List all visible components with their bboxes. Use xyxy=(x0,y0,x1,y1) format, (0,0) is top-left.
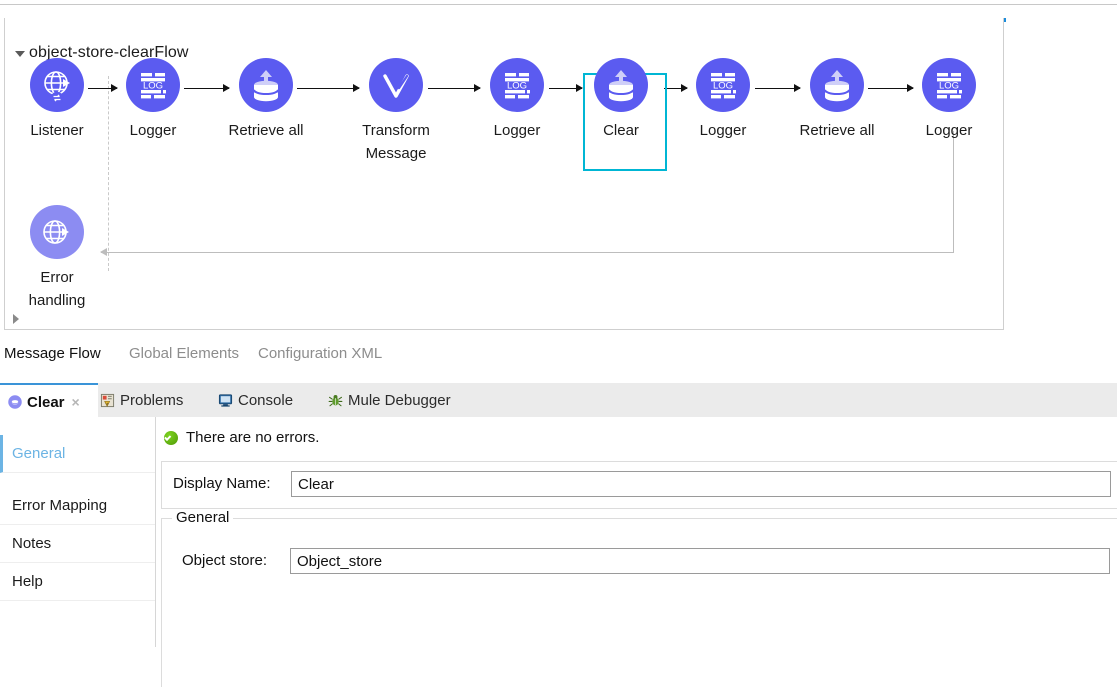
flow-node-logger-4[interactable]: LOG Logger xyxy=(894,58,1004,142)
connector-arrow xyxy=(184,84,230,92)
display-name-group: Display Name: Clear xyxy=(161,461,1117,509)
general-group-legend: General xyxy=(172,509,234,526)
logger-icon: LOG xyxy=(126,58,180,112)
properties-section-list: General Error Mapping Notes Help xyxy=(0,417,156,647)
bottom-panel-tab-strip: Clear × Problems Console xyxy=(0,383,1117,419)
flow-node-clear[interactable]: Clear xyxy=(566,58,676,142)
connector-arrow xyxy=(549,84,583,92)
flow-node-label: Clear xyxy=(603,122,639,139)
close-icon[interactable]: × xyxy=(71,394,80,410)
properties-panel: General Error Mapping Notes Help There a… xyxy=(0,417,1117,687)
error-handling-globe-icon xyxy=(30,205,84,259)
properties-section-general[interactable]: General xyxy=(0,435,155,473)
flow-node-retrieve-all-2[interactable]: Retrieve all xyxy=(782,58,892,142)
mule-debugger-bug-icon xyxy=(328,393,343,408)
connector-arrow xyxy=(88,84,118,92)
display-name-input[interactable]: Clear xyxy=(291,471,1111,497)
error-return-path-vertical xyxy=(953,131,954,252)
view-tab-configuration-xml[interactable]: Configuration XML xyxy=(258,345,383,362)
panel-tab-label: Mule Debugger xyxy=(348,391,451,409)
flow-node-listener[interactable]: Listener xyxy=(2,58,112,142)
flow-node-error-handling[interactable]: Error handling xyxy=(2,205,112,313)
connector-arrow xyxy=(297,84,360,92)
transform-message-icon xyxy=(369,58,423,112)
console-monitor-icon xyxy=(218,393,233,408)
object-store-retrieve-icon xyxy=(239,58,293,112)
flow-node-label: Logger xyxy=(493,122,541,139)
object-store-label: Object store: xyxy=(182,552,268,569)
properties-section-error-mapping[interactable]: Error Mapping xyxy=(0,487,155,525)
message-flow-canvas[interactable]: object-store-clearFlow xyxy=(4,18,1004,330)
object-store-input[interactable]: Object_store xyxy=(290,548,1110,574)
panel-tab-label: Problems xyxy=(120,391,184,409)
panel-tab-label: Console xyxy=(238,391,294,409)
view-tab-global-elements[interactable]: Global Elements xyxy=(129,345,240,362)
panel-tab-console[interactable]: Console xyxy=(218,383,324,417)
panel-tab-problems[interactable]: Problems xyxy=(100,383,214,417)
ok-check-icon xyxy=(164,430,178,445)
connector-arrow xyxy=(868,84,914,92)
problems-icon xyxy=(100,393,115,408)
flow-node-logger-2[interactable]: LOG Logger xyxy=(462,58,572,142)
flow-node-label: Error handling xyxy=(28,269,86,310)
object-store-clear-icon xyxy=(8,395,22,409)
validation-status: There are no errors. xyxy=(164,429,319,446)
connector-arrow xyxy=(428,84,481,92)
flow-node-logger-3[interactable]: LOG Logger xyxy=(668,58,778,142)
display-name-label: Display Name: xyxy=(173,475,271,492)
source-process-separator xyxy=(108,76,109,271)
logger-icon: LOG xyxy=(490,58,544,112)
panel-tab-label: Clear xyxy=(27,393,65,411)
svg-text:LOG: LOG xyxy=(939,81,959,92)
flow-node-label: Logger xyxy=(129,122,177,139)
logger-icon: LOG xyxy=(696,58,750,112)
http-listener-globe-icon xyxy=(30,58,84,112)
object-store-clear-icon xyxy=(594,58,648,112)
flow-collapse-triangle-down-icon[interactable] xyxy=(15,51,25,57)
flow-node-label: Logger xyxy=(925,122,973,139)
properties-section-notes[interactable]: Notes xyxy=(0,525,155,563)
logger-icon: LOG xyxy=(922,58,976,112)
object-store-retrieve-icon xyxy=(810,58,864,112)
svg-text:LOG: LOG xyxy=(713,81,733,92)
flow-node-logger-1[interactable]: LOG Logger xyxy=(98,58,208,142)
connector-arrow xyxy=(755,84,801,92)
flow-node-label: Logger xyxy=(699,122,747,139)
connector-arrow xyxy=(664,84,688,92)
panel-tab-mule-debugger[interactable]: Mule Debugger xyxy=(328,383,486,417)
svg-text:LOG: LOG xyxy=(143,81,163,92)
general-group: General Object store: Object_store xyxy=(161,509,1117,687)
svg-text:LOG: LOG xyxy=(507,81,527,92)
flow-node-transform-message[interactable]: Transform Message xyxy=(341,58,451,166)
flow-title: object-store-clearFlow xyxy=(29,44,189,61)
error-return-path-horizontal xyxy=(100,248,954,256)
validation-status-text: There are no errors. xyxy=(186,429,320,446)
properties-section-help[interactable]: Help xyxy=(0,563,155,601)
view-tab-message-flow[interactable]: Message Flow xyxy=(4,345,101,362)
window-top-divider xyxy=(0,4,1117,5)
flow-node-label: Retrieve all xyxy=(228,122,304,139)
flow-node-label: Retrieve all xyxy=(799,122,875,139)
flow-node-label: Transform Message xyxy=(362,122,430,163)
editor-view-tabs: Message Flow Global Elements Configurati… xyxy=(0,345,1117,373)
properties-content: There are no errors. Display Name: Clear… xyxy=(155,417,1117,687)
panel-tab-clear[interactable]: Clear × xyxy=(0,383,98,419)
error-handling-expand-triangle-right-icon[interactable] xyxy=(13,314,19,324)
flow-node-retrieve-all-1[interactable]: Retrieve all xyxy=(211,58,321,142)
flow-node-label: Listener xyxy=(30,122,84,139)
